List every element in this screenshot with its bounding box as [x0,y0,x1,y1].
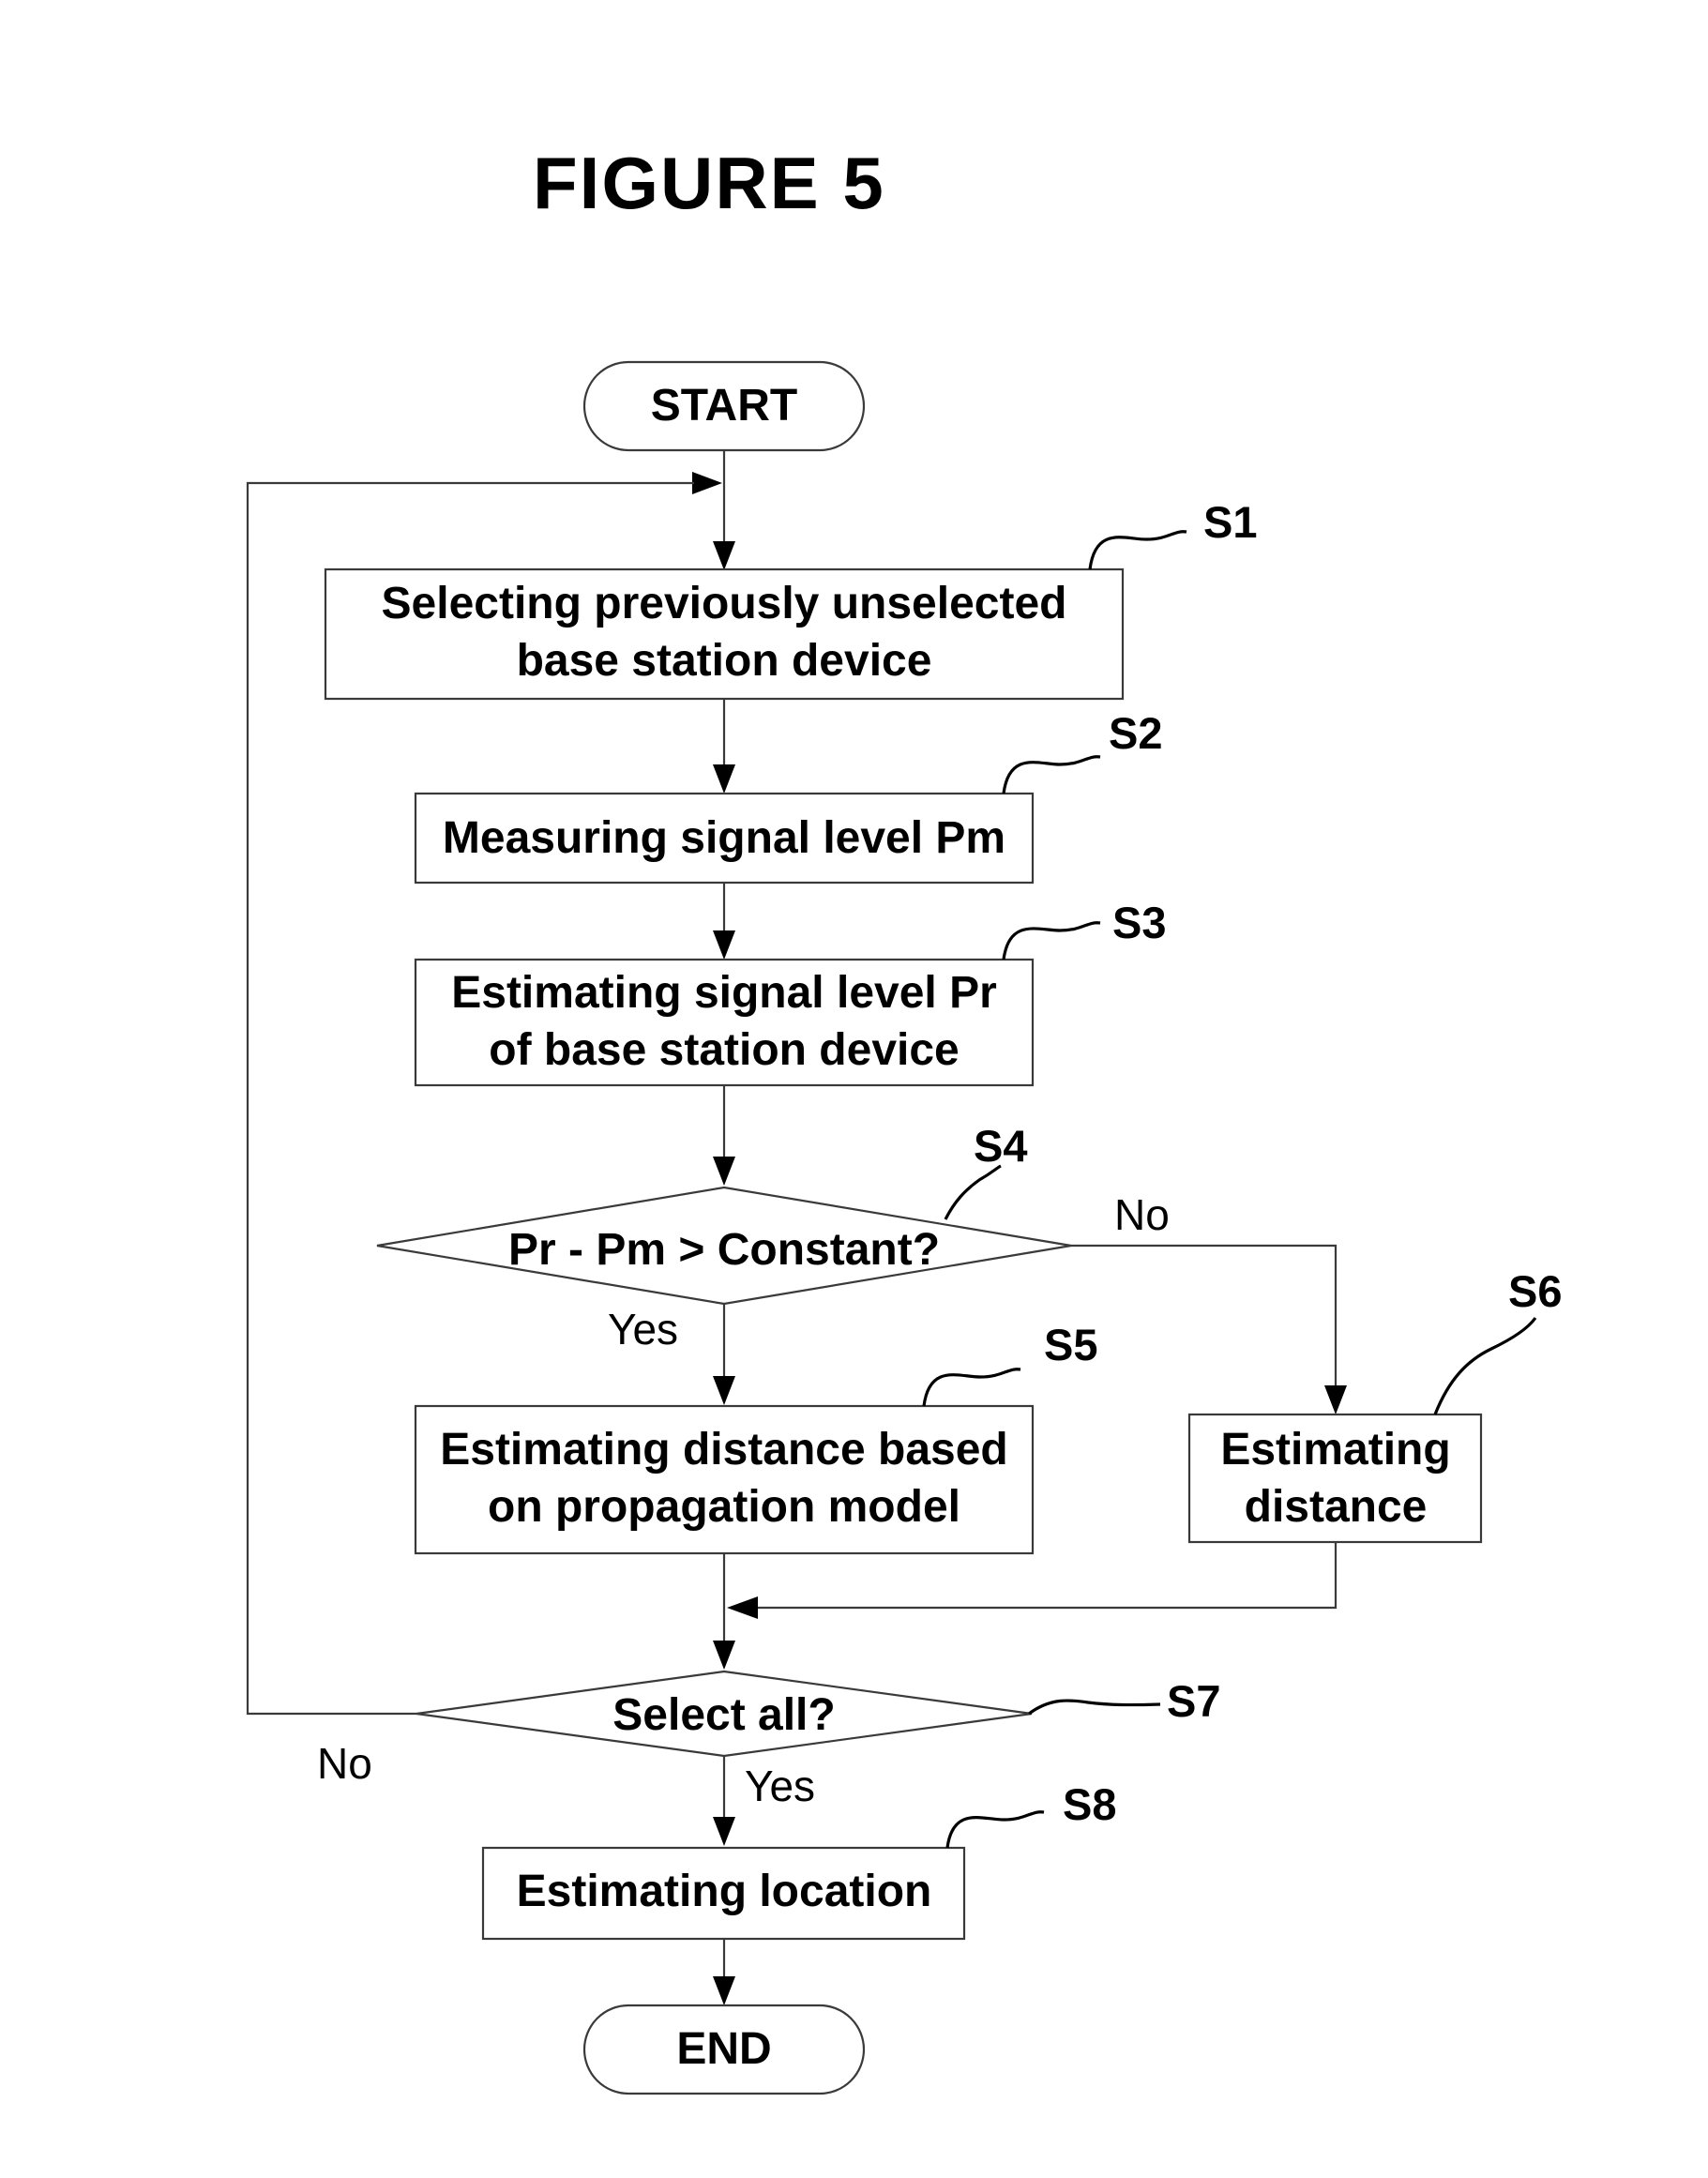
step-s3-box: Estimating signal level Pr of base stati… [416,960,1033,1085]
arrowhead-s6 [1324,1385,1347,1414]
step-label-s8: S8 [1063,1779,1117,1829]
step-s6-text-line2: distance [1245,1482,1428,1532]
arrowhead-s8 [713,1817,735,1846]
step-label-s6: S6 [1508,1266,1563,1316]
figure-title: FIGURE 5 [533,142,885,224]
leader-s1 [1090,532,1187,569]
step-s8-text: Estimating location [517,1867,932,1916]
leader-s2 [1004,757,1100,794]
step-s6-box: Estimating distance [1189,1414,1481,1542]
branch-label-s4-yes: Yes [608,1305,678,1354]
branch-label-s4-no: No [1114,1190,1170,1239]
arrowhead-s7 [713,1641,735,1670]
arrowhead-s2 [713,764,735,794]
end-label: END [676,2024,771,2074]
decision-s7-text: Select all? [612,1690,835,1740]
decision-s7: Select all? [416,1671,1032,1756]
leader-s3 [1004,923,1100,960]
step-s6-text-line1: Estimating [1220,1425,1450,1475]
arrowhead-end [713,1976,735,2005]
step-label-s4: S4 [974,1121,1028,1171]
arrowhead-merge [727,1596,758,1619]
step-s1-text-line2: base station device [517,636,932,686]
step-s5-box: Estimating distance based on propagation… [416,1406,1033,1553]
leader-s5 [924,1369,1020,1406]
arrowhead-loop-return [692,472,722,494]
leader-s7 [1029,1701,1160,1714]
step-s5-text-line1: Estimating distance based [440,1425,1008,1475]
step-s1-text-line1: Selecting previously unselected [382,579,1067,628]
step-s3-text-line2: of base station device [489,1025,960,1075]
leader-s6 [1435,1318,1535,1414]
leader-s4 [945,1166,1001,1219]
arrowhead-s3 [713,930,735,960]
leader-s8 [947,1812,1044,1848]
step-label-s7: S7 [1167,1676,1221,1726]
step-label-s3: S3 [1112,898,1167,947]
connector-s4-s6 [1071,1246,1336,1388]
step-s3-text-line1: Estimating signal level Pr [451,968,997,1018]
step-s2-text: Measuring signal level Pm [443,813,1005,863]
branch-label-s7-yes: Yes [745,1762,815,1810]
arrowhead-s1 [713,541,735,570]
start-terminal: START [584,362,864,450]
step-label-s1: S1 [1203,497,1258,547]
decision-s4: Pr - Pm > Constant? [377,1187,1071,1304]
end-terminal: END [584,2005,864,2094]
arrowhead-s5 [713,1376,735,1405]
step-label-s5: S5 [1044,1320,1098,1369]
step-s5-text-line2: on propagation model [488,1482,960,1532]
branch-label-s7-no: No [317,1739,372,1788]
decision-s4-text: Pr - Pm > Constant? [508,1225,940,1275]
step-s1-box: Selecting previously unselected base sta… [325,569,1123,699]
step-s2-box: Measuring signal level Pm [416,794,1033,883]
step-s8-box: Estimating location [483,1848,964,1939]
arrowhead-s4 [713,1157,735,1186]
start-label: START [651,381,797,431]
step-label-s2: S2 [1109,708,1163,758]
